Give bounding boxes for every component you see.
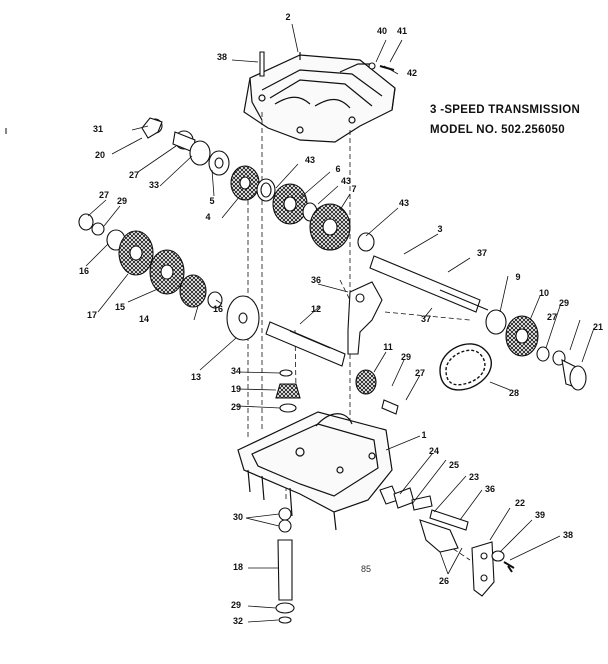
callout-33: 33 [149,180,159,190]
callout-15: 15 [115,302,125,312]
callout-4: 4 [205,212,210,222]
callout-31: 31 [93,124,103,134]
fasteners [141,51,395,139]
diagram-title-line2: MODEL NO. 502.256050 [430,124,565,136]
upper-gear-stack [147,118,375,252]
callout-29-5: 29 [231,600,241,610]
callout-5: 5 [209,196,214,206]
callout-20: 20 [95,150,105,160]
callout-11: 11 [383,342,393,352]
callout-12: 12 [311,304,321,314]
countershaft-gears [78,213,260,341]
callout-38-2: 38 [563,530,573,540]
callout-43-3: 43 [399,198,409,208]
callout-30: 30 [233,512,243,522]
transmission-case [237,411,393,531]
callout-29-4: 29 [231,402,241,412]
callout-37-2: 37 [421,314,431,324]
shift-lever-assembly [379,485,515,597]
callout-18: 18 [233,562,243,572]
axle-assembly [275,507,295,624]
callout-43-2: 43 [341,176,351,186]
callout-13: 13 [191,372,201,382]
main-shaft [369,255,587,391]
callout-40: 40 [377,26,387,36]
callout-26: 26 [439,576,449,586]
shift-fork [347,281,383,355]
callout-29-2: 29 [401,352,411,362]
callout-27-2: 27 [547,312,557,322]
callout-29-3: 29 [559,298,569,308]
callout-3: 3 [437,224,442,234]
callout-10: 10 [539,288,549,298]
small-gear-parts [275,369,399,415]
plate-code: 85 [361,564,372,574]
callout-6: 6 [335,164,340,174]
callout-27-3: 27 [415,368,425,378]
callout-numbers: 1234567910111213141516161718192021222324… [79,12,603,626]
callout-38: 38 [217,52,227,62]
callout-14: 14 [139,314,149,324]
callout-42: 42 [407,68,417,78]
callout-22: 22 [515,498,525,508]
callout-17: 17 [87,310,97,320]
callout-19: 19 [231,384,241,394]
callout-25: 25 [449,460,459,470]
callout-37: 37 [477,248,487,258]
callout-27-4: 27 [129,170,139,180]
callout-28: 28 [509,388,519,398]
callout-16: 16 [79,266,89,276]
callout-36-2: 36 [485,484,495,494]
callout-36: 36 [311,275,321,285]
callout-43: 43 [305,155,315,165]
diagram-title-line1: 3 -SPEED TRANSMISSION [430,104,581,116]
leader-lines [85,23,595,623]
transmission-cover [243,52,396,143]
callout-41: 41 [397,26,407,36]
callout-23: 23 [469,472,479,482]
callout-2: 2 [285,12,290,22]
callout-1: 1 [421,430,426,440]
callout-27: 27 [99,190,109,200]
callout-21: 21 [593,322,603,332]
drive-chain [439,343,492,391]
callout-9: 9 [515,272,520,282]
callout-24: 24 [429,446,439,456]
callout-32: 32 [233,616,243,626]
output-shaft [265,321,346,367]
callout-7: 7 [351,184,356,194]
callout-39: 39 [535,510,545,520]
callout-29: 29 [117,196,127,206]
callout-16-2: 16 [213,304,223,314]
callout-34: 34 [231,366,241,376]
